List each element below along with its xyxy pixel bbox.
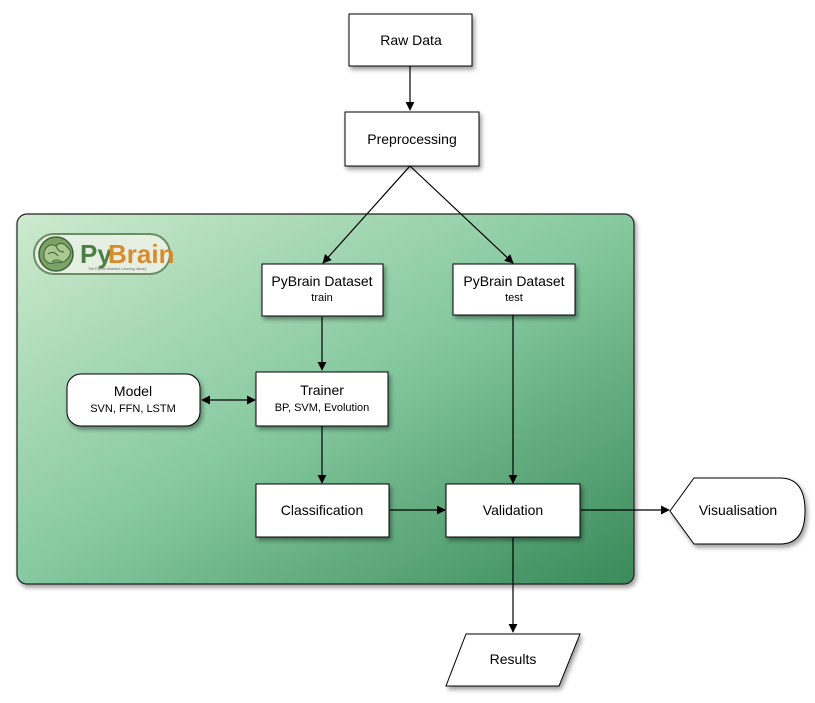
node-trainer-title: Trainer [300,382,344,398]
node-dataset-test-title: PyBrain Dataset [463,273,564,289]
node-classification-title: Classification [281,502,363,518]
node-trainer-sub: BP, SVM, Evolution [275,402,370,414]
node-preprocessing: Preprocessing [344,111,480,167]
node-dataset-test: PyBrain Dataset test [452,263,576,316]
logo-tagline: The Python Machine Learning Library [88,267,147,271]
connectors [201,66,670,633]
node-classification: Classification [255,483,390,538]
node-visualisation-title: Visualisation [699,502,777,518]
logo-brain-text: Brain [108,239,174,269]
node-validation: Validation [445,483,581,538]
node-model: Model SVN, FFN, LSTM [66,373,201,427]
node-visualisation: Visualisation [669,477,806,545]
node-validation-title: Validation [483,502,543,518]
node-raw-data: Raw Data [348,13,473,67]
node-dataset-test-sub: test [505,292,523,304]
node-trainer: Trainer BP, SVM, Evolution [255,371,389,427]
logo-py-text: Py [80,239,112,269]
node-model-title: Model [114,383,152,399]
node-preprocessing-title: Preprocessing [367,131,457,147]
node-dataset-train-sub: train [311,292,332,304]
arrow-preprocessing-to-train [322,165,411,264]
node-model-sub: SVN, FFN, LSTM [90,403,176,415]
brain-icon [38,236,74,272]
node-raw-data-title: Raw Data [380,32,442,48]
node-dataset-train: PyBrain Dataset train [261,263,384,317]
pybrain-logo: Py Brain The Python Machine Learning Lib… [33,233,174,275]
arrow-preprocessing-to-test [409,165,514,264]
node-dataset-train-title: PyBrain Dataset [271,273,372,289]
node-results-title: Results [490,651,537,667]
node-results: Results [445,633,581,687]
